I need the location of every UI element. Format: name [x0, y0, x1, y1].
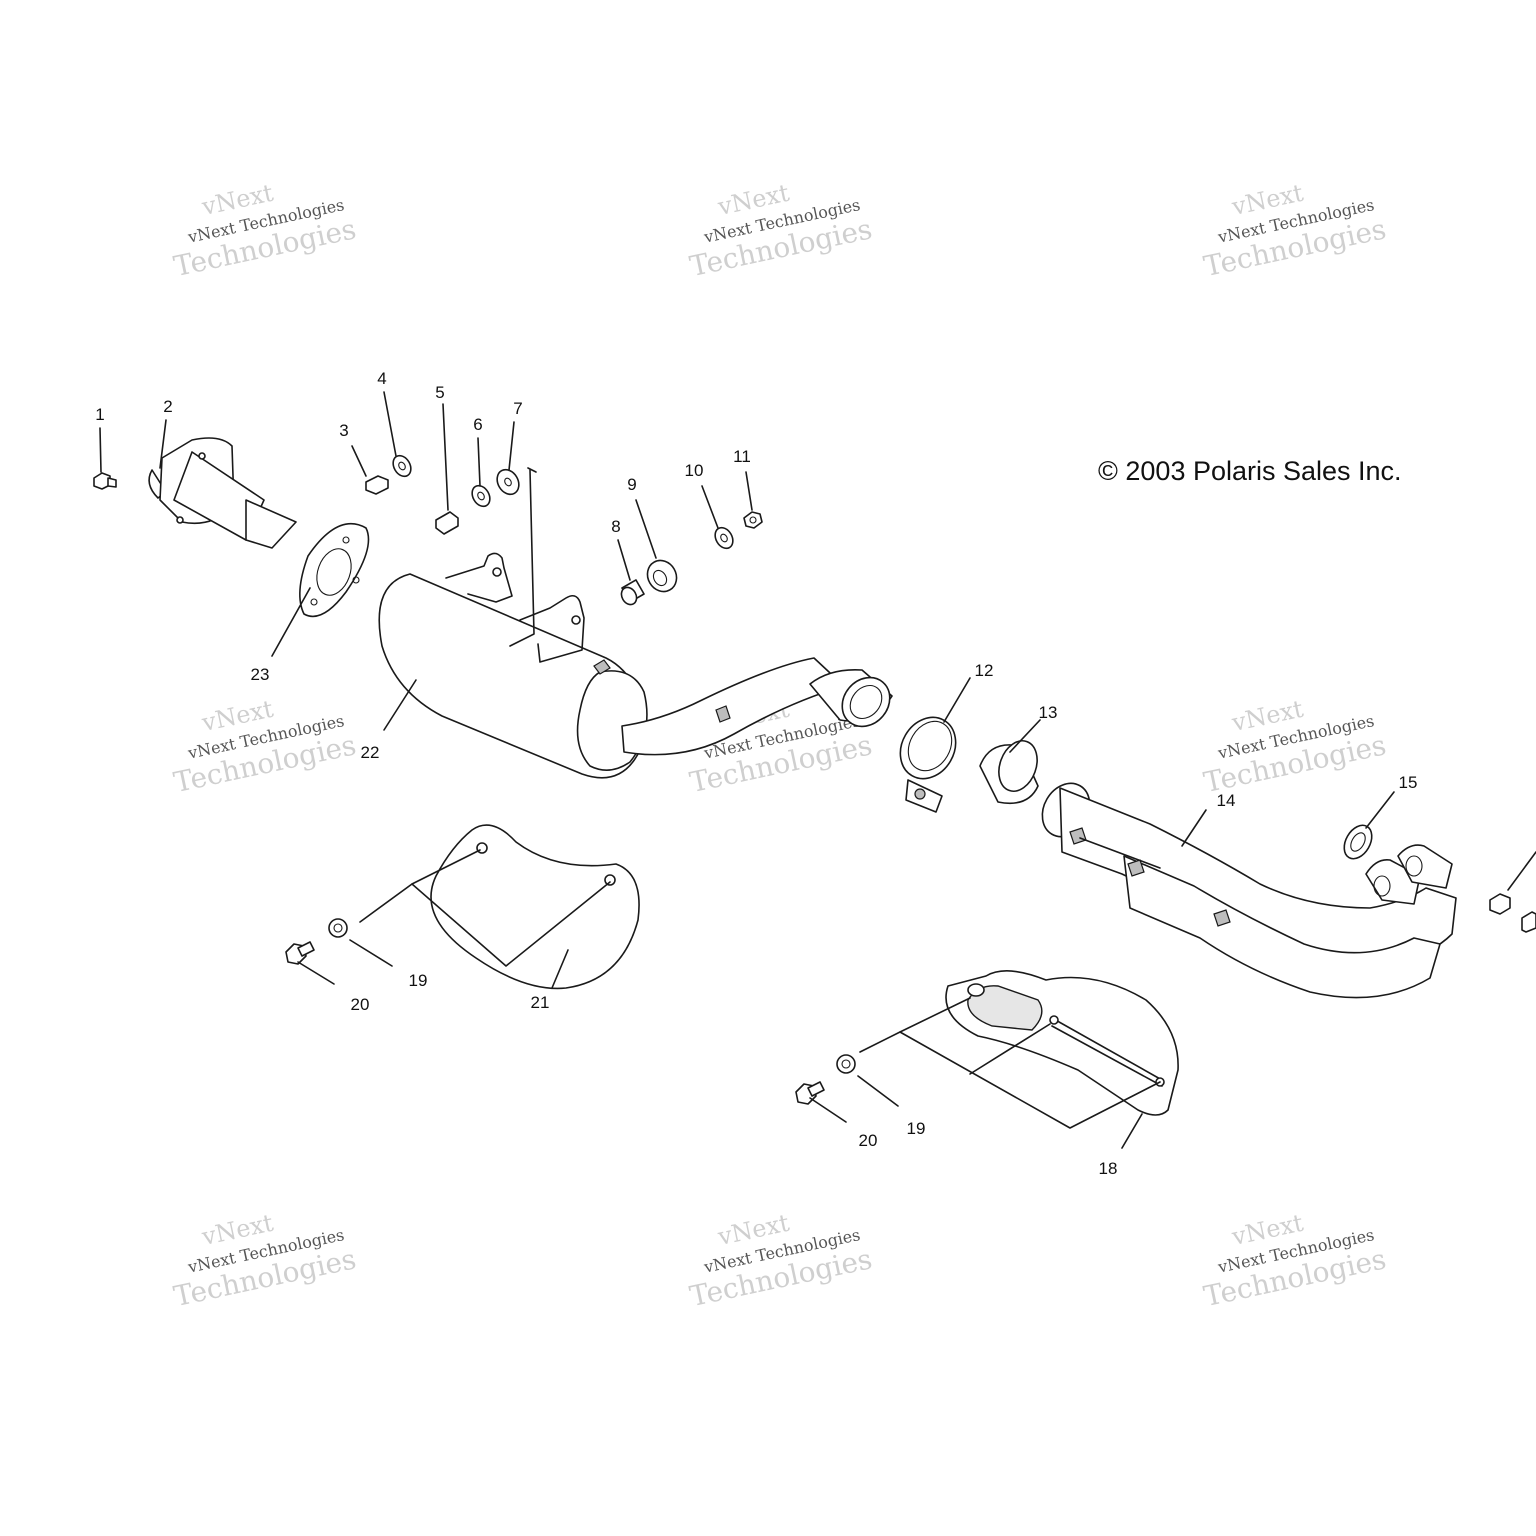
watermark-top-left: vNext vNext Technologies Technologies — [171, 179, 359, 284]
watermark-bottom-center: vNext vNext Technologies Technologies — [687, 1209, 875, 1314]
watermark-mid-left: vNext vNext Technologies Technologies — [171, 695, 359, 800]
part-23-gasket[interactable] — [271, 523, 370, 657]
part-20-bolt-right[interactable] — [795, 1081, 847, 1123]
part-20-bolt-left[interactable] — [285, 941, 335, 985]
callout-20-right: 20 — [859, 1131, 878, 1150]
part-13-sleeve[interactable] — [979, 719, 1044, 805]
watermark-mid-right: vNext vNext Technologies Technologies — [1201, 695, 1389, 800]
callout-23: 23 — [251, 665, 270, 684]
part-right-nut-a[interactable] — [1489, 851, 1536, 915]
part-6-washer[interactable] — [469, 437, 494, 510]
part-12-clamp[interactable] — [889, 677, 971, 813]
callout-14: 14 — [1217, 791, 1236, 810]
callout-10: 10 — [685, 461, 704, 480]
callout-11: 11 — [733, 447, 751, 466]
watermark-bottom-right: vNext vNext Technologies Technologies — [1201, 1209, 1389, 1314]
callout-18: 18 — [1099, 1159, 1118, 1178]
callout-8: 8 — [611, 517, 620, 536]
callout-21: 21 — [531, 993, 550, 1012]
part-right-nut-b[interactable] — [1521, 911, 1536, 933]
callout-12: 12 — [975, 661, 994, 680]
watermark-top-center: vNext vNext Technologies Technologies — [687, 179, 875, 284]
part-11-nut[interactable] — [743, 471, 763, 529]
part-3-bolt[interactable] — [351, 445, 389, 495]
part-14-header-pipe[interactable] — [1033, 775, 1457, 999]
watermark-top-right: vNext vNext Technologies Technologies — [1201, 179, 1389, 284]
part-19-lockwasher-right[interactable] — [836, 1054, 899, 1107]
part-22-muffler[interactable] — [378, 467, 899, 779]
callout-22: 22 — [361, 743, 380, 762]
part-10-washer[interactable] — [701, 485, 736, 552]
callout-19-right: 19 — [907, 1119, 926, 1138]
part-8-spacer[interactable] — [617, 539, 645, 607]
part-7-washer[interactable] — [493, 421, 523, 498]
part-5-bolt[interactable] — [435, 403, 459, 535]
part-18-heat-shield[interactable] — [859, 970, 1179, 1149]
callout-5: 5 — [435, 383, 444, 402]
callout-13: 13 — [1039, 703, 1058, 722]
callout-15: 15 — [1399, 773, 1418, 792]
part-9-grommet[interactable] — [635, 499, 682, 597]
part-1-bolt[interactable] — [93, 427, 117, 490]
callout-6: 6 — [473, 415, 482, 434]
callout-4: 4 — [377, 369, 386, 388]
callout-3: 3 — [339, 421, 348, 440]
part-4-washer[interactable] — [383, 391, 414, 480]
part-21-heat-shield[interactable] — [359, 824, 640, 990]
callout-19-left: 19 — [409, 971, 428, 990]
copyright-text: © 2003 Polaris Sales Inc. — [1098, 456, 1402, 486]
callout-1: 1 — [95, 405, 104, 424]
callout-20-left: 20 — [351, 995, 370, 1014]
callout-2: 2 — [163, 397, 172, 416]
part-19-lockwasher-left[interactable] — [328, 918, 393, 967]
part-15-gasket[interactable] — [1339, 791, 1395, 864]
watermark-bottom-left: vNext vNext Technologies Technologies — [171, 1209, 359, 1314]
callout-9: 9 — [627, 475, 636, 494]
callout-7: 7 — [513, 399, 522, 418]
part-2-tailpipe[interactable] — [148, 419, 297, 549]
